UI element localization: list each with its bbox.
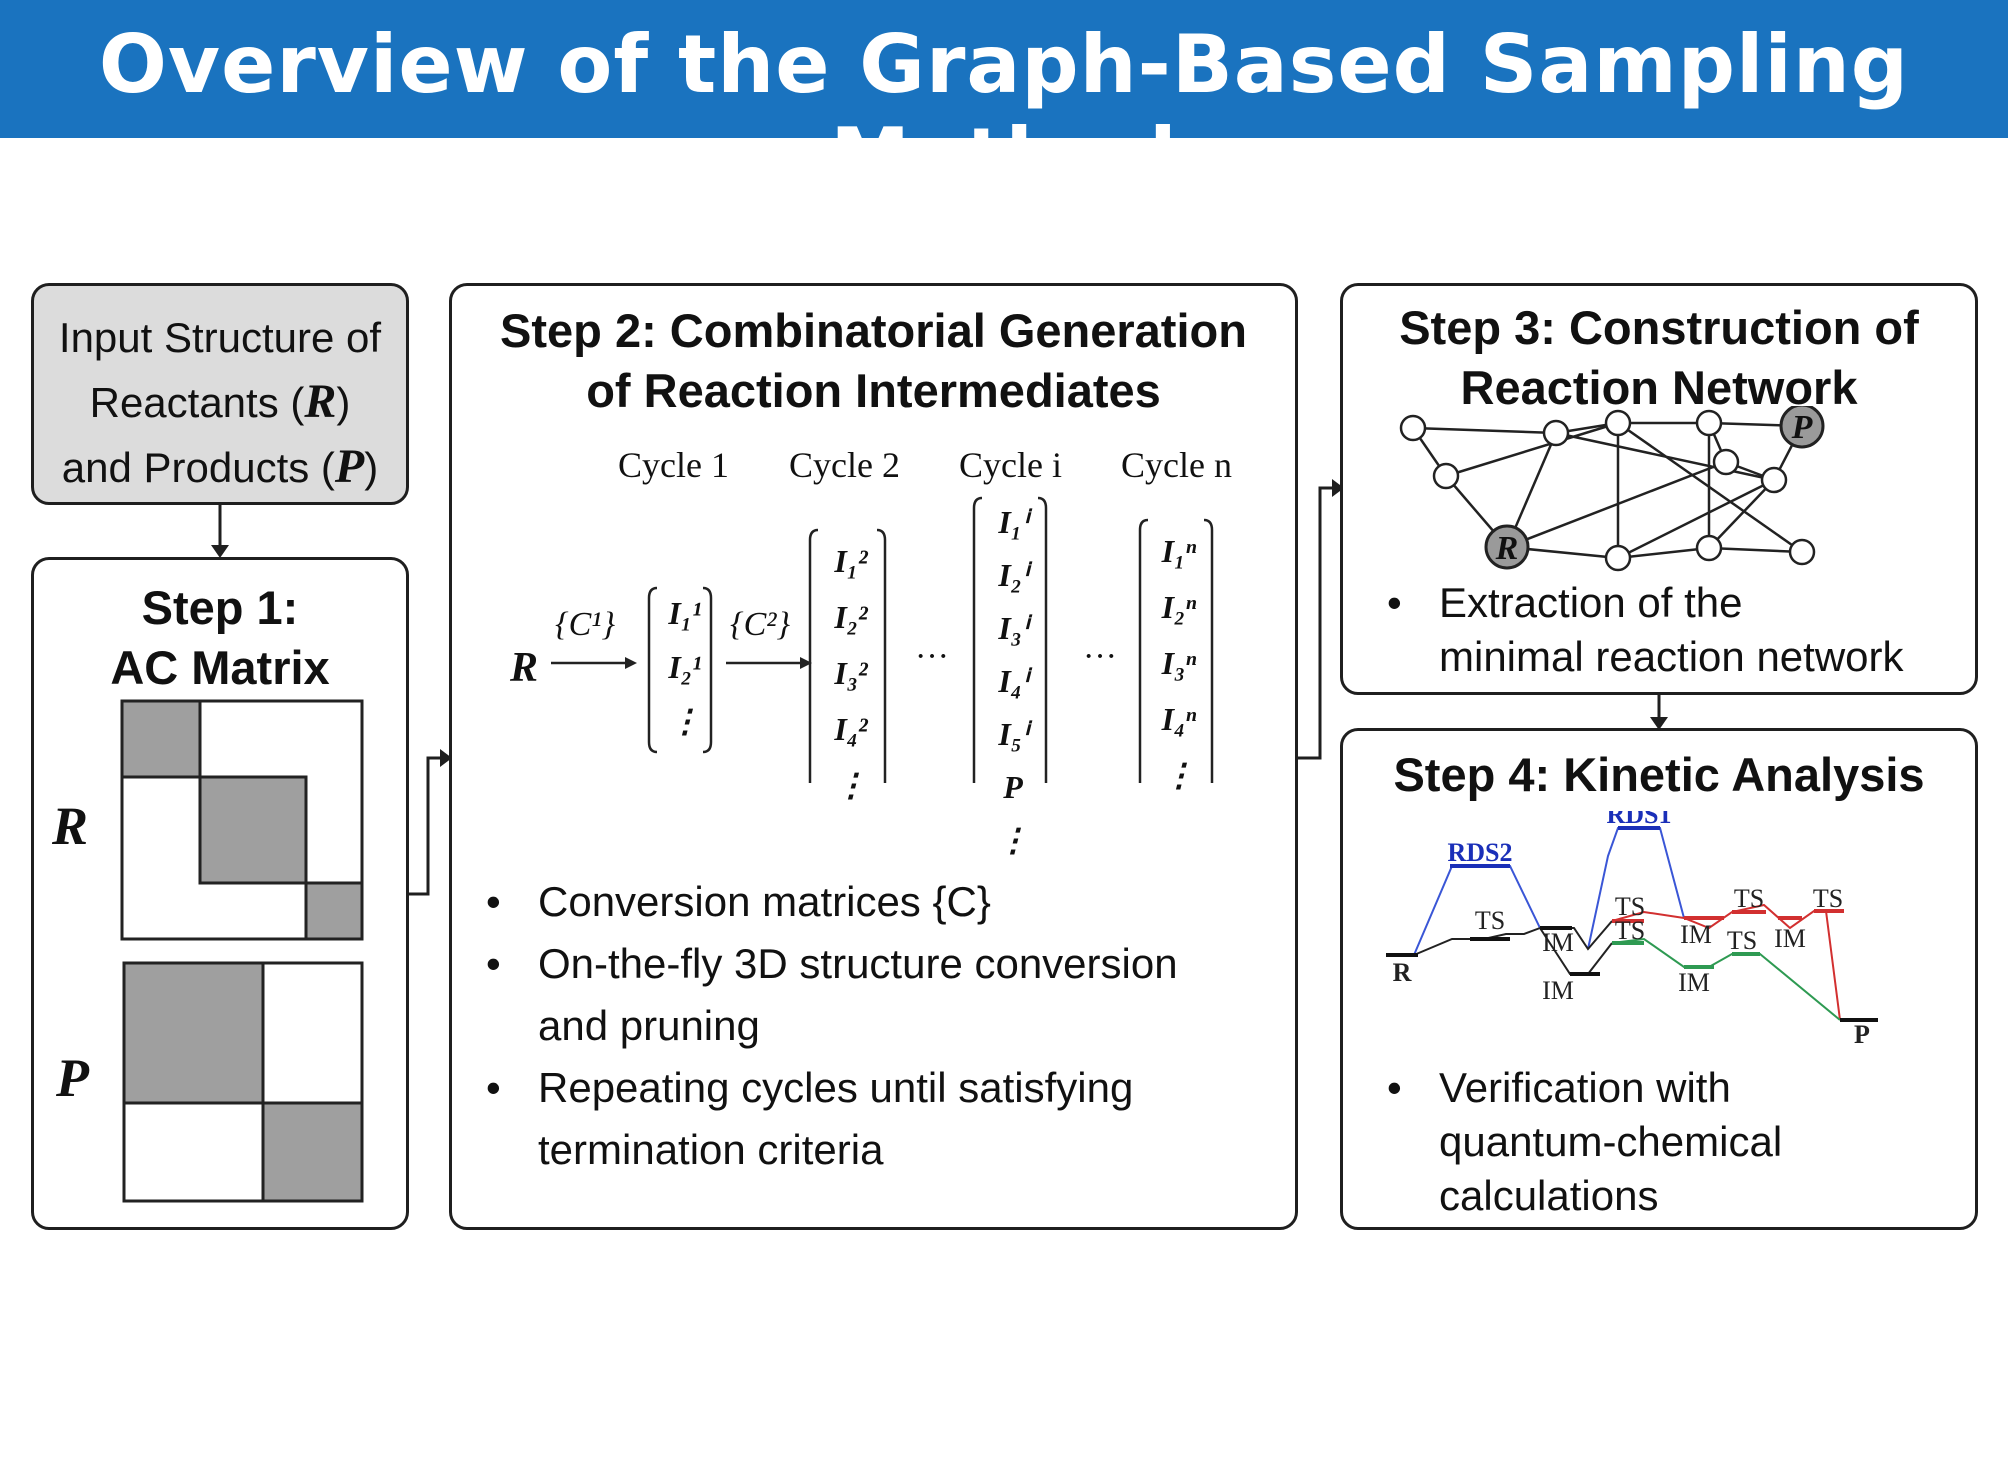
- im-label: IM: [1542, 928, 1574, 957]
- input-structure-box: Input Structure of Reactants (R) and Pro…: [31, 283, 409, 505]
- input-line-2: Reactants (R): [89, 375, 351, 428]
- vertical-ellipsis: ⋮: [997, 822, 1029, 858]
- cycle-label-i: Cycle i: [959, 445, 1062, 485]
- title-banner: [0, 0, 2008, 138]
- step2-title: Step 2: Combinatorial Generation of Reac…: [500, 304, 1247, 417]
- step1-label-r: R: [52, 796, 89, 856]
- intermediate: I₂ⁿ: [1161, 589, 1197, 625]
- intermediate: I₂ⁱ: [998, 557, 1028, 593]
- rds2-label: RDS2: [1447, 838, 1512, 867]
- bullet-item: Verification withquantum-chemicalcalcula…: [1387, 1061, 1967, 1223]
- vertical-ellipsis: ⋮: [1163, 757, 1195, 793]
- intermediate: I₅ⁱ: [998, 716, 1028, 752]
- ellipsis-2: ···: [1083, 638, 1117, 675]
- product-node: [1779, 406, 1825, 449]
- reactant-node: [1484, 524, 1530, 570]
- im-label: IM: [1542, 976, 1574, 1005]
- input-line-1: Input Structure of: [58, 314, 382, 361]
- step1-title: Step 1: AC Matrix: [110, 581, 330, 694]
- intermediate: I₁¹: [668, 595, 702, 631]
- reactant-symbol: R: [304, 375, 337, 428]
- step4-bullets: Verification withquantum-chemicalcalcula…: [1387, 1061, 1967, 1223]
- cycle-label-n: Cycle n: [1121, 445, 1232, 485]
- intermediate: I₃ⁱ: [998, 610, 1028, 646]
- product-node-label: P: [1791, 409, 1813, 446]
- ellipsis-1: ···: [915, 638, 949, 675]
- im-label: IM: [1774, 924, 1806, 953]
- cycle1-column: I₁¹ I₂¹ ⋮: [658, 586, 712, 748]
- bullet-item: Repeating cycles until satisfyingtermina…: [486, 1057, 1276, 1181]
- step3-box: Step 3: Construction of Reaction Network: [1340, 283, 1978, 695]
- intermediate: I₂²: [834, 599, 868, 635]
- ts-label: TS: [1734, 884, 1764, 913]
- intermediate: I₂¹: [668, 649, 702, 685]
- step2-bullets: Conversion matrices {C} On-the-fly 3D st…: [486, 871, 1276, 1181]
- energy-profile-diagram: RDS1 RDS2 TS TS TS TS TS TS IM IM IM IM …: [1386, 811, 1878, 1049]
- rds1-label: RDS1: [1606, 811, 1671, 829]
- im-label: IM: [1678, 968, 1710, 997]
- start-reactant: R: [510, 645, 539, 691]
- ts-label: TS: [1615, 916, 1645, 945]
- intermediate-generation-diagram: [551, 496, 1214, 783]
- input-line-3: and Products (P): [61, 440, 379, 493]
- vertical-ellipsis: ⋮: [669, 703, 701, 739]
- product-matrix: [122, 961, 364, 1203]
- step2-box: Step 2: Combinatorial Generation of Reac…: [449, 283, 1298, 1230]
- intermediate: I₁ⁿ: [1161, 533, 1197, 569]
- reactant-node-label: R: [1495, 530, 1519, 567]
- r-label: R: [1393, 958, 1412, 987]
- page-title: Overview of the Graph-Based Sampling Met…: [98, 18, 1910, 204]
- cycle-label-1: Cycle 1: [618, 445, 729, 485]
- reactant-matrix: [120, 699, 364, 941]
- p-label: P: [1854, 1020, 1870, 1049]
- cyclen-column: I₁ⁿ I₂ⁿ I₃ⁿ I₄ⁿ ⋮: [1148, 523, 1210, 803]
- product-symbol: P: [334, 440, 365, 493]
- input-text: Input Structure of Reactants (R) and Pro…: [34, 306, 406, 500]
- ac-matrix-diagram: [120, 699, 364, 1203]
- product: P: [1003, 769, 1023, 805]
- intermediate: I₁ⁱ: [998, 504, 1028, 540]
- intermediate: I₄²: [834, 711, 868, 747]
- step1-box: Step 1: AC Matrix R P: [31, 557, 409, 1230]
- ts-label: TS: [1813, 884, 1843, 913]
- intermediate: I₃ⁿ: [1161, 645, 1197, 681]
- cycle-label-2: Cycle 2: [789, 445, 900, 485]
- cyclei-column: I₁ⁱ I₂ⁱ I₃ⁱ I₄ⁱ I₅ⁱ P ⋮: [982, 496, 1044, 867]
- intermediate: I₁²: [834, 543, 868, 579]
- im-label: IM: [1680, 920, 1712, 949]
- vertical-ellipsis: ⋮: [835, 767, 867, 803]
- reaction-network-graph: R P: [1399, 406, 1825, 572]
- step3-title: Step 3: Construction of Reaction Network: [1399, 301, 1919, 414]
- conversion-label-2: {C²}: [730, 606, 791, 643]
- step4-title: Step 4: Kinetic Analysis: [1393, 748, 1925, 801]
- intermediate: I₄ⁱ: [998, 663, 1028, 699]
- ts-label: TS: [1475, 906, 1505, 935]
- ts-label: TS: [1727, 926, 1757, 955]
- step4-box: Step 4: Kinetic Analysis: [1340, 728, 1978, 1230]
- bullet-item: Conversion matrices {C}: [486, 871, 1276, 933]
- intermediate: I₃²: [834, 655, 868, 691]
- ts-label: TS: [1615, 892, 1645, 921]
- conversion-label-1: {C¹}: [555, 606, 616, 643]
- intermediate: I₄ⁿ: [1161, 701, 1197, 737]
- cycle2-column: I₁² I₂² I₃² I₄² ⋮: [818, 533, 884, 813]
- step1-label-p: P: [56, 1048, 89, 1108]
